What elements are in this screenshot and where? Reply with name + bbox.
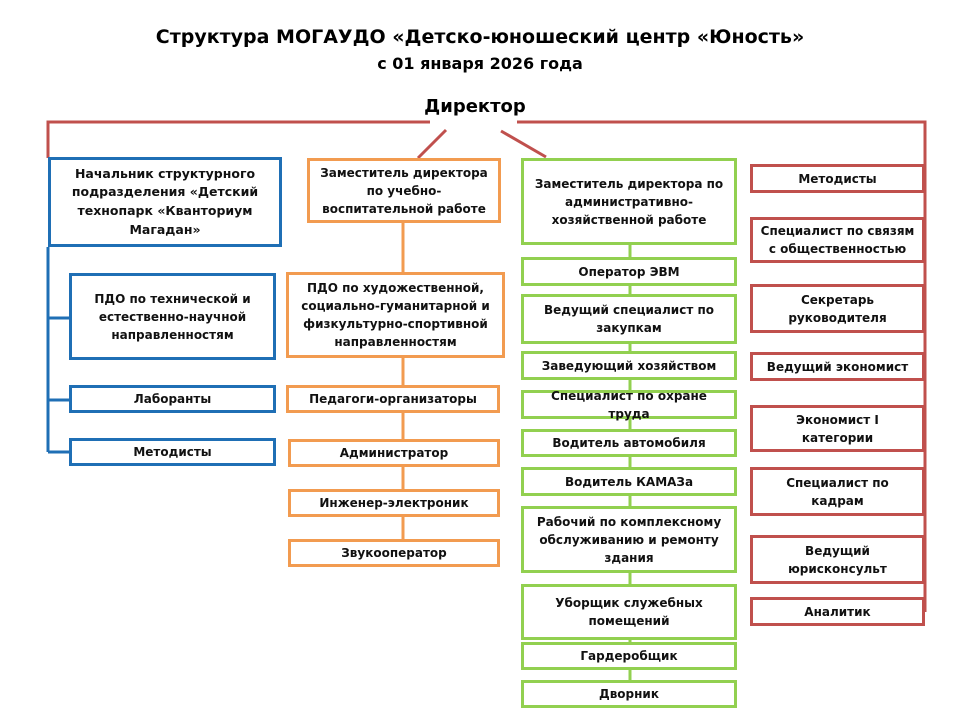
orange-branch-box: Звукооператор bbox=[288, 539, 500, 567]
orange-branch-box: Инженер-электроник bbox=[288, 489, 500, 517]
green-branch-box: Водитель автомобиля bbox=[521, 429, 737, 457]
green-branch-box: Дворник bbox=[521, 680, 737, 708]
chart-title: Структура МОГАУДО «Детско-юношеский цент… bbox=[155, 26, 805, 48]
green-branch-box: Заместитель директора по административно… bbox=[521, 158, 737, 245]
red-branch-box: Ведущий экономист bbox=[750, 352, 925, 381]
orange-branch-box: Педагоги-организаторы bbox=[286, 385, 500, 413]
green-branch-box: Оператор ЭВМ bbox=[521, 257, 737, 286]
red-branch-box: Аналитик bbox=[750, 597, 925, 626]
red-branch-box: Специалист по связям с общественностью bbox=[750, 217, 925, 263]
blue-branch-box: ПДО по технической и естественно-научной… bbox=[69, 273, 276, 360]
blue-branch-box: Методисты bbox=[69, 438, 276, 466]
green-branch-box: Рабочий по комплексному обслуживанию и р… bbox=[521, 506, 737, 573]
green-branch-box: Ведущий специалист по закупкам bbox=[521, 294, 737, 344]
red-branch-box: Секретарь руководителя bbox=[750, 284, 925, 333]
orange-branch-box: Заместитель директора по учебно-воспитат… bbox=[307, 158, 501, 223]
orange-branch-box: Администратор bbox=[288, 439, 500, 467]
red-branch-box: Специалист по кадрам bbox=[750, 467, 925, 516]
chart-subtitle: с 01 января 2026 года bbox=[377, 54, 583, 73]
red-branch-box: Ведущий юрисконсульт bbox=[750, 535, 925, 584]
director-label: Директор bbox=[424, 96, 526, 117]
green-branch-box: Уборщик служебных помещений bbox=[521, 584, 737, 640]
blue-branch-box: Лаборанты bbox=[69, 385, 276, 413]
green-branch-box: Заведующий хозяйством bbox=[521, 351, 737, 380]
green-branch-box: Водитель КАМАЗа bbox=[521, 467, 737, 496]
red-branch-box: Методисты bbox=[750, 164, 925, 193]
red-branch-box: Экономист I категории bbox=[750, 405, 925, 452]
green-branch-box: Гардеробщик bbox=[521, 642, 737, 670]
director-to-orange-line bbox=[416, 128, 448, 160]
orange-branch-box: ПДО по художественной, социально-гуманит… bbox=[286, 272, 505, 358]
blue-connector bbox=[46, 247, 69, 454]
blue-branch-box: Начальник структурного подразделения «Де… bbox=[48, 157, 282, 247]
director-to-green-line bbox=[500, 129, 547, 159]
director-red-line bbox=[46, 120, 927, 612]
green-branch-box: Специалист по охране труда bbox=[521, 389, 737, 421]
